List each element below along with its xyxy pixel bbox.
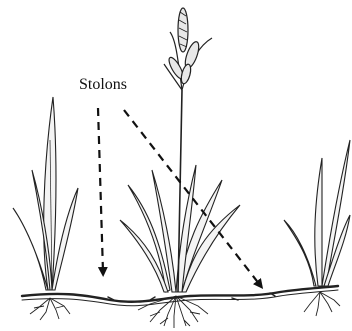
left-plantlet — [13, 97, 78, 290]
stolons-label: Stolons — [79, 76, 127, 94]
left-roots — [30, 298, 70, 320]
right-roots — [304, 292, 340, 316]
right-plantlet — [284, 140, 350, 286]
left-callout-arrow — [98, 108, 103, 272]
